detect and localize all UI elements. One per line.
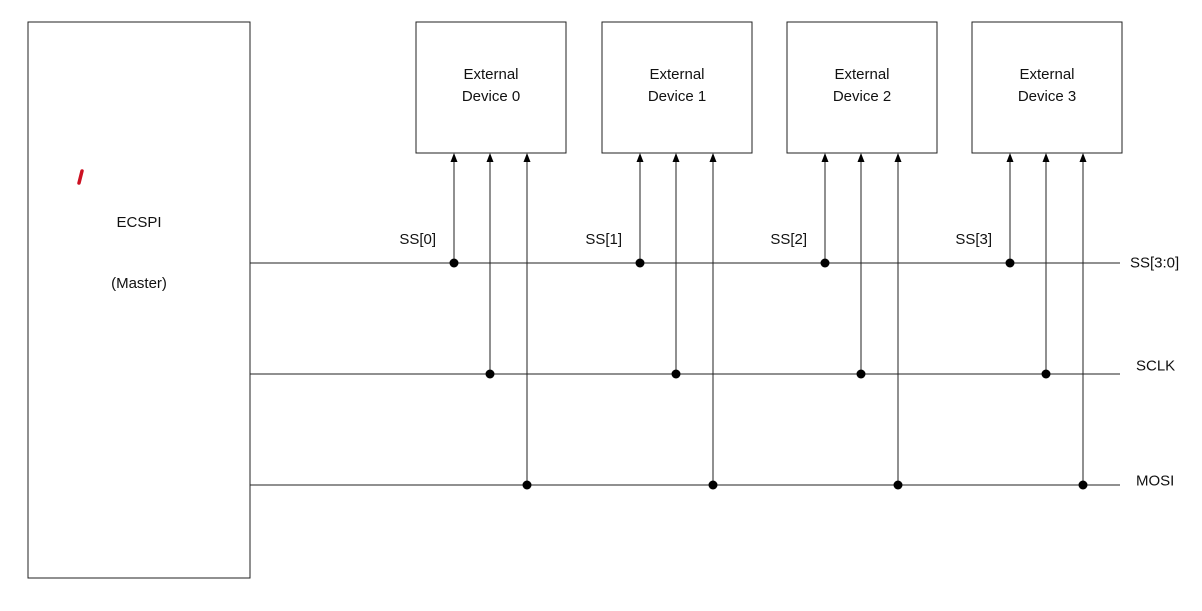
ss-label: SS[3] [955,231,992,248]
arrow-head [1079,153,1087,162]
junction-dot [1041,369,1051,379]
arrow-head [636,153,644,162]
junction-dot [1078,480,1088,490]
arrow-head [1042,153,1050,162]
device-label-line2: Device 2 [833,88,891,105]
ss-label: SS[1] [585,231,622,248]
junction-dot [449,258,459,268]
arrow-head [672,153,680,162]
junction-dot [856,369,866,379]
device-label-line1: External [834,66,889,83]
device-label-line2: Device 1 [648,88,706,105]
bus-label-mosi: MOSI [1136,473,1174,490]
device-label-line1: External [649,66,704,83]
bus-label-ss: SS[3:0] [1130,255,1179,272]
junction-dot [635,258,645,268]
junction-dot [671,369,681,379]
junction-dot [485,369,495,379]
device-label-line2: Device 0 [462,88,520,105]
device-label-line1: External [463,66,518,83]
bus-label-sclk: SCLK [1136,358,1175,375]
arrow-head [894,153,902,162]
arrow-head [450,153,458,162]
device-box [971,21,1123,154]
ss-label: SS[0] [399,231,436,248]
arrow-head [709,153,717,162]
junction-dot [893,480,903,490]
master-block: ECSPI (Master) [27,21,251,579]
red-tick-mark [77,169,84,185]
arrow-head [523,153,531,162]
arrow-head [857,153,865,162]
device-box [601,21,753,154]
ss-label: SS[2] [770,231,807,248]
junction-dot [522,480,532,490]
junction-dot [1005,258,1015,268]
arrow-head [486,153,494,162]
arrow-head [1006,153,1014,162]
master-name: ECSPI [116,214,161,231]
device-label-line2: Device 3 [1018,88,1076,105]
junction-dot [708,480,718,490]
arrow-head [821,153,829,162]
bus-lines [250,262,1120,486]
master-role: (Master) [111,275,167,292]
master-box [27,21,251,579]
device-box [415,21,567,154]
device-label-line1: External [1019,66,1074,83]
device-box [786,21,938,154]
junction-dot [820,258,830,268]
